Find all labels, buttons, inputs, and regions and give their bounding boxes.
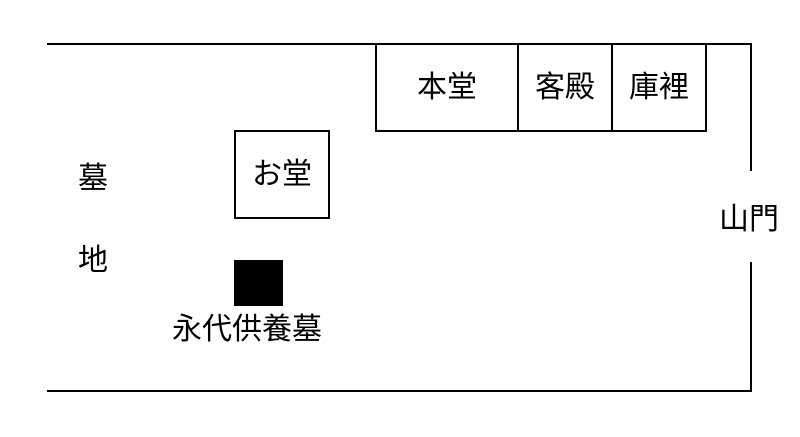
kuri-building: 庫裡	[611, 43, 707, 132]
kyakuden-building: 客殿	[517, 43, 613, 132]
hondo-label: 本堂	[417, 69, 477, 105]
bochi-label-bottom: 地	[78, 243, 108, 278]
site-boundary-bottom	[47, 390, 752, 392]
bochi-label-top: 墓	[78, 161, 108, 196]
odo-label: お堂	[252, 156, 312, 192]
sanmon-label: 山門	[719, 202, 779, 237]
kuri-label: 庫裡	[629, 69, 689, 105]
kyakuden-label: 客殿	[535, 69, 595, 105]
site-boundary-right-upper	[750, 43, 752, 171]
eitai-kuyo-bo-marker	[234, 260, 283, 306]
eitai-kuyo-bo-label: 永代供養墓	[172, 312, 322, 347]
hondo-building: 本堂	[375, 43, 519, 132]
site-boundary-right-lower	[750, 262, 752, 392]
odo-building: お堂	[234, 130, 330, 219]
